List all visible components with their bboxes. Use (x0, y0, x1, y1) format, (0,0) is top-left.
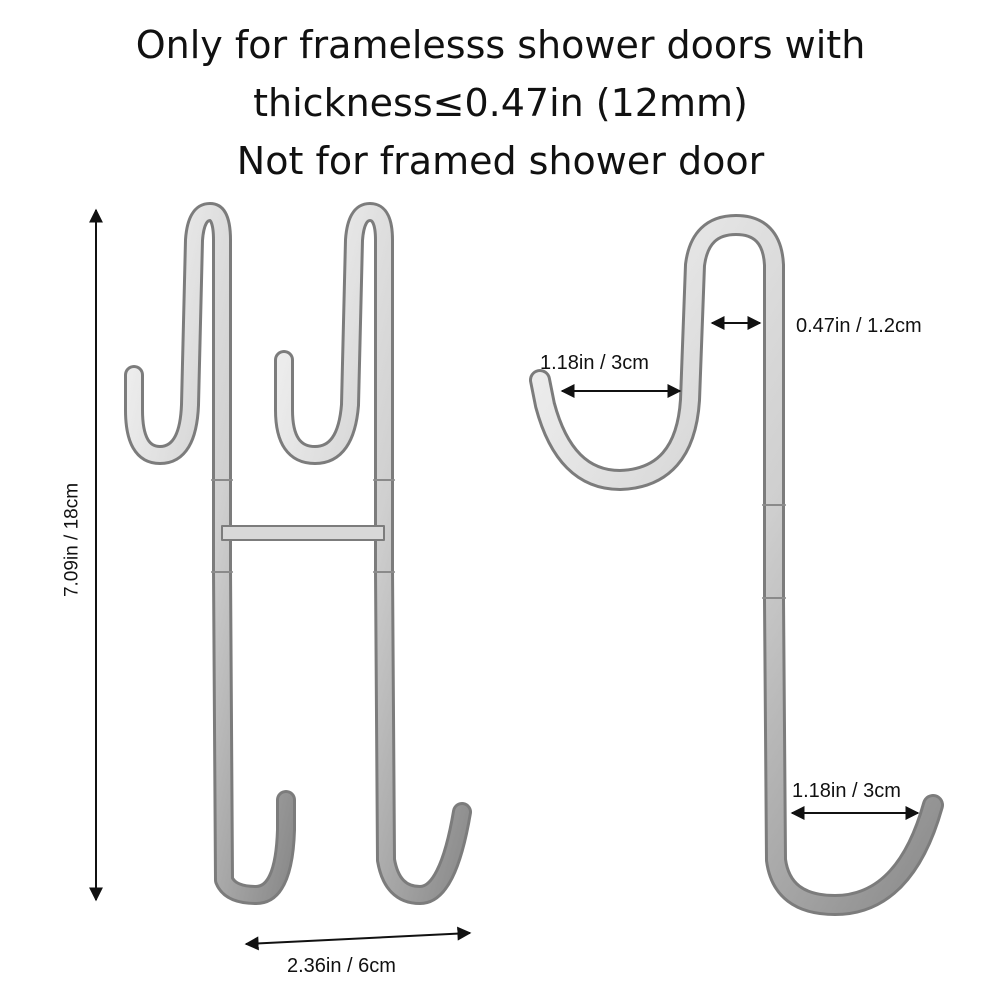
height-label: 7.09in / 18cm (61, 482, 83, 598)
headline-line-3: Not for framed shower door (236, 139, 765, 183)
headline-line-2: thickness≤0.47in (12mm) (253, 81, 748, 125)
lower-hook-label: 1.18in / 3cm (792, 780, 901, 802)
headline-line-1: Only for framelesss shower doors with (135, 23, 866, 67)
single-hook (529, 214, 944, 916)
double-hook (124, 202, 472, 905)
upper-hook-label: 1.18in / 3cm (540, 352, 649, 374)
width-arrow (244, 926, 472, 951)
width-label: 2.36in / 6cm (287, 955, 396, 977)
gap-label: 0.47in / 1.2cm (796, 315, 922, 337)
